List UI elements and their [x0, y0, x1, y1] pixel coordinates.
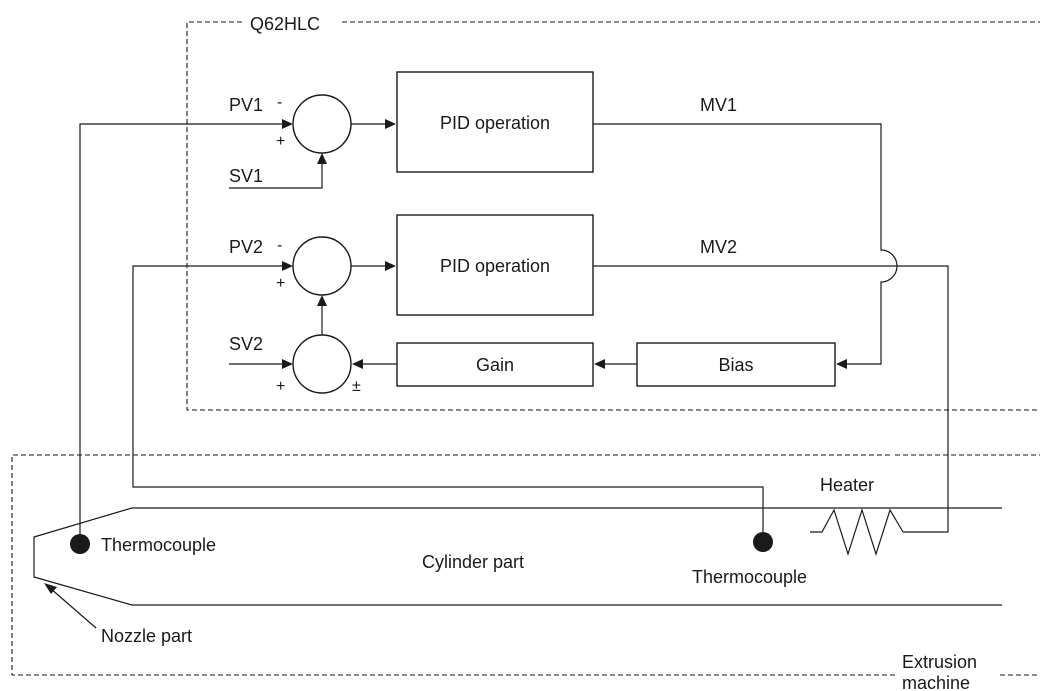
- thermocouple-1-label: Thermocouple: [101, 535, 216, 555]
- pv2-signal-line: [132, 265, 764, 532]
- sv2-plus-sign: +: [276, 378, 285, 395]
- mv2-label: MV2: [700, 237, 737, 257]
- nozzle-part-label: Nozzle part: [101, 626, 192, 646]
- thermocouple-2-dot: [753, 532, 773, 552]
- summing-junction-3: [292, 334, 352, 394]
- machine-title-line2: machine: [902, 673, 970, 691]
- sv2-arrow: [282, 359, 293, 369]
- machine-boundary: [11, 454, 1040, 676]
- pv2-arrow: [282, 261, 293, 271]
- mv2-signal-line: [593, 265, 949, 533]
- junction2-to-pid2-arrow: [385, 261, 396, 271]
- thermocouple-2-label: Thermocouple: [692, 567, 807, 587]
- controller-boundary: [186, 21, 1040, 411]
- sv1-label: SV1: [229, 166, 263, 186]
- thermocouple-1-dot: [70, 534, 90, 554]
- mv1-signal-line: [593, 123, 898, 365]
- pid-block-2: [396, 214, 594, 316]
- pv2-plus-sign: +: [276, 275, 285, 292]
- gain-to-junction3-arrow: [352, 359, 363, 369]
- bias-label: Bias: [718, 355, 753, 375]
- mv1-to-bias-arrow: [836, 359, 847, 369]
- pid-block-1: [396, 71, 594, 173]
- pv2-label: PV2: [229, 237, 263, 257]
- gain-block: [396, 342, 594, 387]
- cylinder-outline: [33, 507, 1002, 606]
- controller-title: Q62HLC: [250, 14, 320, 34]
- cylinder-part-label: Cylinder part: [422, 552, 524, 572]
- bias-to-gain-arrow: [594, 359, 605, 369]
- mv1-label: MV1: [700, 95, 737, 115]
- pv1-label: PV1: [229, 95, 263, 115]
- pv1-arrow: [282, 119, 293, 129]
- pid-label-2: PID operation: [440, 256, 550, 276]
- heater-label: Heater: [820, 475, 874, 495]
- junction1-to-pid1-arrow: [385, 119, 396, 129]
- pv2-minus-sign: -: [277, 237, 282, 254]
- pv1-signal-line: [79, 123, 284, 538]
- pid-label-1: PID operation: [440, 113, 550, 133]
- sv2-label: SV2: [229, 334, 263, 354]
- nozzle-pointer-line: [49, 587, 97, 629]
- machine-title-line1: Extrusion: [902, 652, 977, 672]
- pv1-plus-sign: +: [276, 133, 285, 150]
- gain-label: Gain: [476, 355, 514, 375]
- summing-junction-2: [292, 236, 352, 296]
- nozzle-pointer-arrow: [44, 583, 57, 594]
- pv1-minus-sign: -: [277, 94, 282, 111]
- heater-coil: [810, 508, 904, 556]
- sv1-signal-line: [229, 162, 323, 189]
- junction3-to-junction2-arrow: [317, 295, 327, 306]
- summing-junction-1: [292, 94, 352, 154]
- gain-plus-minus-sign: ±: [352, 378, 361, 395]
- sv1-arrow: [317, 153, 327, 164]
